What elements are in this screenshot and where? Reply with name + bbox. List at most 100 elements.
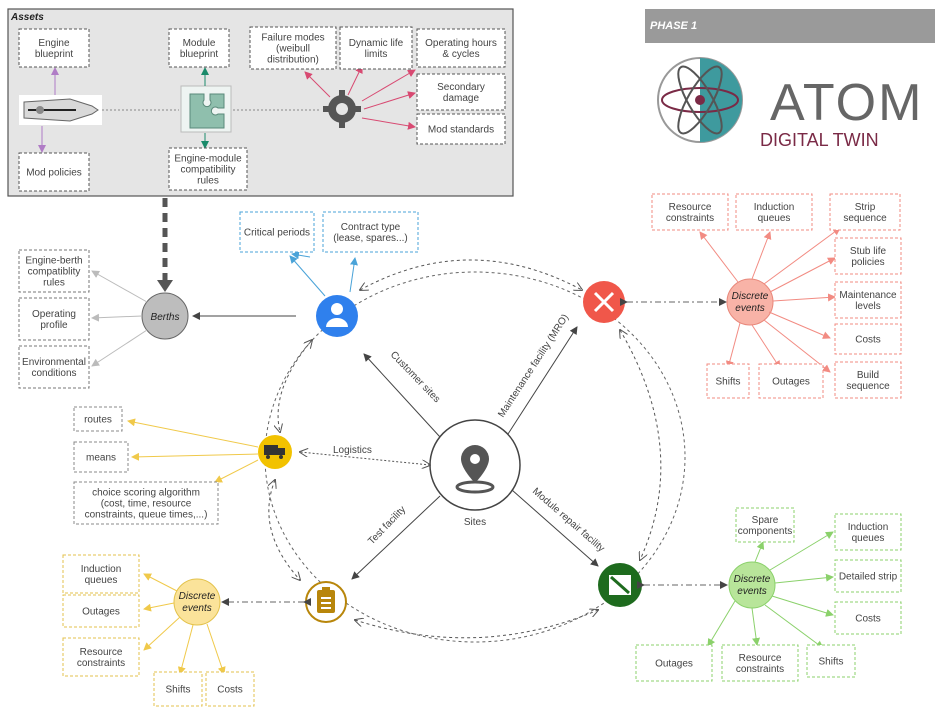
critical-periods-box-line-1: Critical periods xyxy=(244,228,310,239)
mro-events-node xyxy=(726,278,774,326)
environmental-box-line-1: Environmental xyxy=(22,357,86,368)
engine-berth-rules-box-line-2: compatiblity xyxy=(28,267,81,278)
mro-shifts-box: Shifts xyxy=(706,363,750,399)
test-costs-box-line-1: Costs xyxy=(217,685,243,696)
module-blueprint-box-line-2: blueprint xyxy=(180,49,219,60)
module-resource-box-line-2: constraints xyxy=(736,664,784,675)
engine-module-rules-box-line-1: Engine-module xyxy=(174,154,242,165)
mro-events-l1: Discrete xyxy=(732,291,769,302)
logistics-label: Logistics xyxy=(333,445,372,456)
choice-scoring-box-line-1: choice scoring algorithm xyxy=(92,488,200,499)
assets-title: Assets xyxy=(10,12,44,23)
test-shifts-box: Shifts xyxy=(153,671,203,707)
module-costs-box-line-1: Costs xyxy=(855,614,881,625)
sites-label: Sites xyxy=(464,517,486,528)
choice-scoring-box-line-3: constraints, queue times,...) xyxy=(85,510,208,521)
module-events-l2: events xyxy=(737,586,766,597)
customer-sites-label: Customer sites xyxy=(388,349,442,405)
maintenance-facility-label: Maintenance facility (MRO) xyxy=(496,313,571,420)
test-induction-box-line-2: queues xyxy=(85,575,118,586)
operating-hours-box: Operating hours& cycles xyxy=(416,28,506,68)
mod-standards-box-line-1: Mod standards xyxy=(428,125,494,136)
module-outages-box-line-1: Outages xyxy=(655,659,693,670)
module-icon xyxy=(180,85,232,133)
mro-induction-box-line-2: queues xyxy=(758,213,791,224)
test-outages-box: Outages xyxy=(62,594,140,628)
environmental-box-line-2: conditions xyxy=(31,368,76,379)
module-outages-box: Outages xyxy=(635,644,713,682)
operating-profile-box-line-2: profile xyxy=(40,320,68,331)
mro-outages-box-line-1: Outages xyxy=(772,377,810,388)
engine-blueprint-box-line-2: blueprint xyxy=(35,49,74,60)
module-induction-box-line-1: Induction xyxy=(848,522,889,533)
phase-banner xyxy=(645,9,935,43)
means-box: means xyxy=(73,441,129,473)
secondary-damage-box-line-2: damage xyxy=(443,93,480,104)
choice-scoring-box: choice scoring algorithm(cost, time, res… xyxy=(73,481,219,525)
module-shifts-box-line-1: Shifts xyxy=(818,657,843,668)
mro-maintenance-levels-box-line-1: Maintenance xyxy=(839,290,897,301)
mro-maintenance-levels-box-line-2: levels xyxy=(855,301,881,312)
mro-outages-box: Outages xyxy=(758,363,824,399)
mro-shifts-box-line-1: Shifts xyxy=(715,377,740,388)
module-costs-box: Costs xyxy=(834,601,902,635)
module-events-node xyxy=(728,561,776,609)
failure-modes-box-line-1: Failure modes xyxy=(261,33,324,44)
gear-icon xyxy=(323,90,361,128)
test-resource-box-line-1: Resource xyxy=(80,647,123,658)
choice-scoring-box-line-2: (cost, time, resource xyxy=(101,499,192,510)
mro-resource-box-line-1: Resource xyxy=(669,202,712,213)
module-detailed-strip-box: Detailed strip xyxy=(834,559,902,593)
phase-label: PHASE 1 xyxy=(650,20,697,32)
mro-resource-box-line-2: constraints xyxy=(666,213,714,224)
person-icon xyxy=(326,303,348,327)
mro-build-box-line-1: Build xyxy=(857,370,879,381)
test-induction-box-line-1: Induction xyxy=(81,564,122,575)
truck-icon xyxy=(264,445,285,459)
test-facility-label: Test facility xyxy=(366,504,408,547)
module-induction-box-line-2: queues xyxy=(852,533,885,544)
mod-standards-box: Mod standards xyxy=(416,113,506,145)
logo-word-bottom: DIGITAL TWIN xyxy=(760,130,879,150)
test-resource-box-line-2: constraints xyxy=(77,658,125,669)
logo-word-top: ATOM xyxy=(770,74,923,132)
mro-costs-box-line-1: Costs xyxy=(855,335,881,346)
clipboard-icon xyxy=(317,587,335,613)
test-events-node xyxy=(173,578,221,626)
mro-costs-box: Costs xyxy=(834,323,902,355)
engine-module-rules-box-line-3: rules xyxy=(197,176,219,187)
mro-events-l2: events xyxy=(735,303,764,314)
engine-module-rules-box-line-2: compatibility xyxy=(180,165,235,176)
mod-policies-box: Mod policies xyxy=(18,152,90,192)
test-costs-box: Costs xyxy=(205,671,255,707)
dynamic-life-box-line-1: Dynamic life xyxy=(349,38,404,49)
module-detailed-strip-box-line-1: Detailed strip xyxy=(839,572,898,583)
engine-berth-rules-box-line-3: rules xyxy=(43,278,65,289)
location-pin-icon xyxy=(455,445,495,494)
operating-hours-box-line-2: & cycles xyxy=(442,49,479,60)
engine-berth-rules-box-line-1: Engine-berth xyxy=(25,256,82,267)
test-events-l2: events xyxy=(182,603,211,614)
module-repair-icon xyxy=(609,575,631,595)
failure-modes-box-line-3: distribution) xyxy=(267,55,319,66)
mro-induction-box-line-1: Induction xyxy=(754,202,795,213)
routes-box: routes xyxy=(73,406,123,432)
